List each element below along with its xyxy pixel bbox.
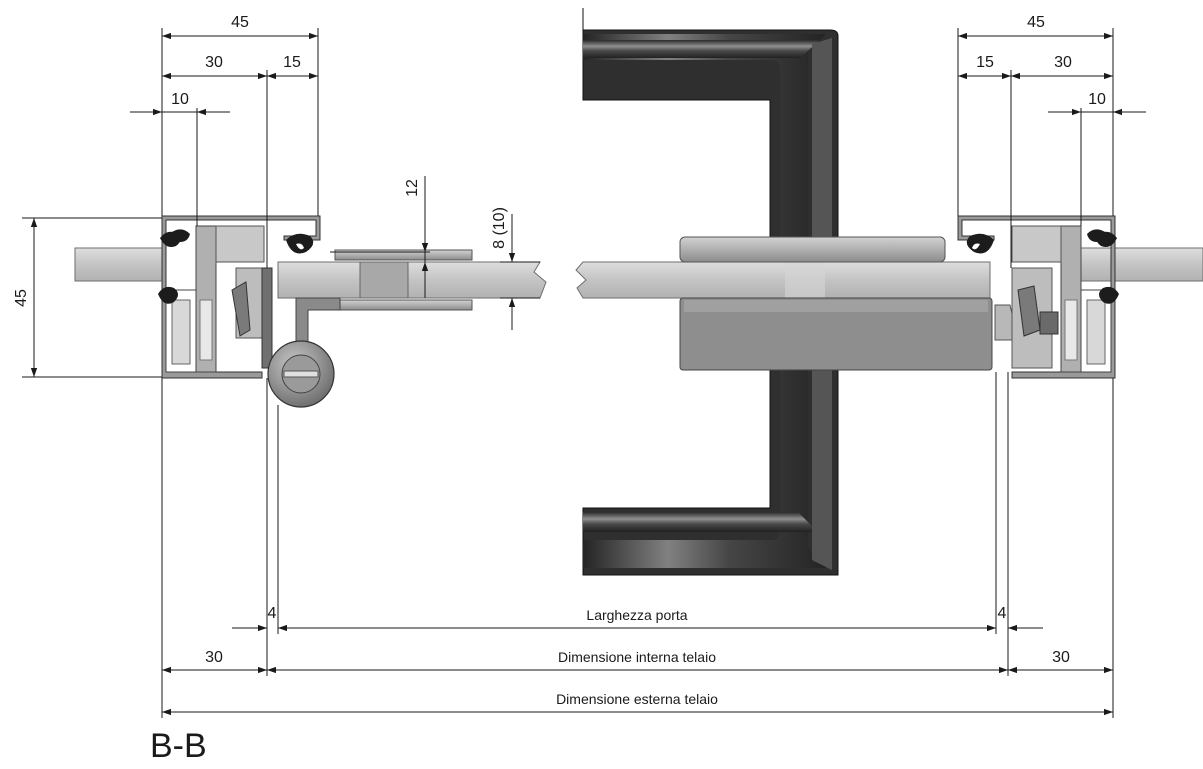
dim-right-bottom-30: 30 bbox=[1052, 649, 1070, 666]
dim-left-top-30: 30 bbox=[205, 54, 223, 71]
label-frame-outer: Dimensione esterna telaio bbox=[556, 691, 718, 707]
dim-left-bottom-30: 30 bbox=[205, 649, 223, 666]
glass-fixed-left bbox=[74, 247, 166, 282]
dim-right-top-30: 30 bbox=[1054, 54, 1072, 71]
dim-left-top-total: 45 bbox=[231, 14, 249, 31]
glass-door-left bbox=[277, 261, 547, 299]
dimension-lines bbox=[30, 32, 1146, 716]
dimension-labels: 45 30 15 10 45 15 30 10 45 12 8 (10) 4 4… bbox=[13, 14, 1106, 707]
frame-profile-left bbox=[158, 215, 321, 379]
extension-lines bbox=[22, 28, 1114, 718]
glass-fixed-right bbox=[1079, 247, 1203, 282]
dim-right-gap-4: 4 bbox=[998, 605, 1007, 622]
dim-left-gap-4: 4 bbox=[268, 605, 277, 622]
dim-left-top-10: 10 bbox=[171, 91, 189, 108]
frame-profile-right bbox=[957, 215, 1119, 379]
dim-left-height: 45 bbox=[13, 289, 30, 307]
dim-right-top-15: 15 bbox=[976, 54, 994, 71]
hinge-pivot bbox=[267, 297, 341, 408]
hinge-patch-plate bbox=[334, 249, 473, 311]
dim-gap-12: 12 bbox=[404, 179, 421, 197]
dim-right-top-total: 45 bbox=[1027, 14, 1045, 31]
lock-case bbox=[679, 236, 1019, 371]
label-frame-inner: Dimensione interna telaio bbox=[558, 649, 716, 665]
pull-handle bbox=[582, 8, 839, 576]
dim-right-top-10: 10 bbox=[1088, 91, 1106, 108]
section-title: B-B bbox=[150, 727, 207, 764]
dim-left-top-15: 15 bbox=[283, 54, 301, 71]
dim-glass-thickness: 8 (10) bbox=[491, 207, 508, 249]
label-door-width: Larghezza porta bbox=[586, 607, 687, 623]
glass-door-right bbox=[575, 261, 991, 299]
